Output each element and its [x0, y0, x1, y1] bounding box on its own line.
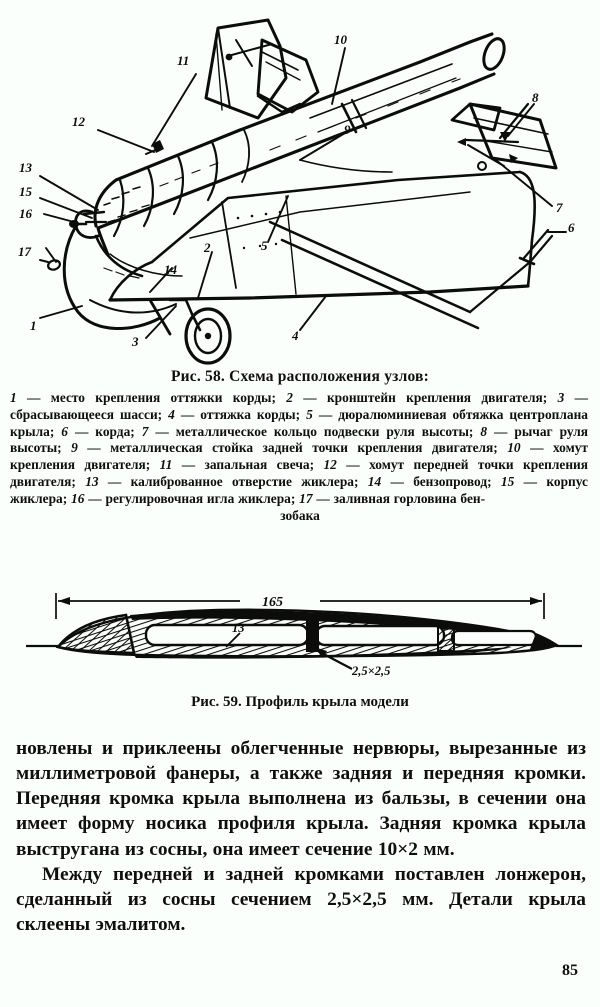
- spar-callout-label: 2,5×2,5: [351, 664, 390, 678]
- callout-1-left: 1: [30, 318, 37, 333]
- rib-callout-label: 13: [232, 621, 245, 635]
- callout-10: 10: [334, 32, 348, 47]
- callout-3: 3: [131, 334, 139, 349]
- figure-58-caption-block: Рис. 58. Схема расположения узлов: 1 — м…: [0, 368, 600, 524]
- callout-13: 13: [19, 160, 33, 175]
- aircraft-isometric-drawing: 11 12 10 13 15 16 17 14 1 3 2 5 4 9 8 7 …: [18, 18, 575, 365]
- callout-12: 12: [72, 114, 86, 129]
- rib-bay-mid: [314, 624, 446, 647]
- callout-14: 14: [164, 262, 178, 277]
- figure-58-title: Рис. 58. Схема расположения узлов:: [171, 368, 429, 385]
- rib-bay-front: [144, 623, 310, 647]
- spar-block-rear: [437, 622, 455, 652]
- callout-leader-lines: [39, 47, 567, 339]
- page-number: 85: [562, 962, 578, 979]
- body-text-block: новлены и приклеены облегченные нервюры,…: [16, 736, 586, 937]
- trailing-edge: [530, 633, 560, 650]
- leading-edge-balsa: [55, 613, 136, 655]
- figure-58-aircraft-diagram: 11 12 10 13 15 16 17 14 1 3 2 5 4 9 8 7 …: [0, 0, 600, 368]
- callout-9: 9: [344, 122, 351, 137]
- callout-16: 16: [19, 206, 33, 221]
- callout-6: 6: [568, 220, 575, 235]
- paragraph-1: новлены и приклеены облегченные нервюры,…: [16, 738, 586, 860]
- callout-15: 15: [19, 184, 33, 199]
- callout-2: 2: [203, 240, 211, 255]
- wing-profile-drawing: 165 13: [26, 593, 582, 678]
- figure-58-legend: 1 — место крепления оттяжки корды; 2 — к…: [10, 390, 588, 506]
- spar-block: [306, 620, 319, 652]
- paragraph-2: Между передней и задней кромками поставл…: [16, 863, 586, 935]
- callout-11: 11: [177, 53, 189, 68]
- callout-17: 17: [18, 244, 32, 259]
- callout-8: 8: [532, 90, 539, 105]
- figure-59-wing-profile-diagram: 165 13: [0, 585, 600, 690]
- callout-7: 7: [556, 200, 563, 215]
- rib-bay-rear: [450, 629, 538, 647]
- callout-5: 5: [261, 238, 268, 253]
- rib-callout-leader: [225, 632, 241, 648]
- callout-4: 4: [291, 328, 299, 343]
- chord-dimension-label: 165: [262, 595, 283, 610]
- figure-59-title: Рис. 59. Профиль крыла модели: [191, 694, 409, 710]
- chord-dimension-line: [55, 593, 545, 619]
- figure-58-legend-last-line: зобака: [280, 507, 320, 523]
